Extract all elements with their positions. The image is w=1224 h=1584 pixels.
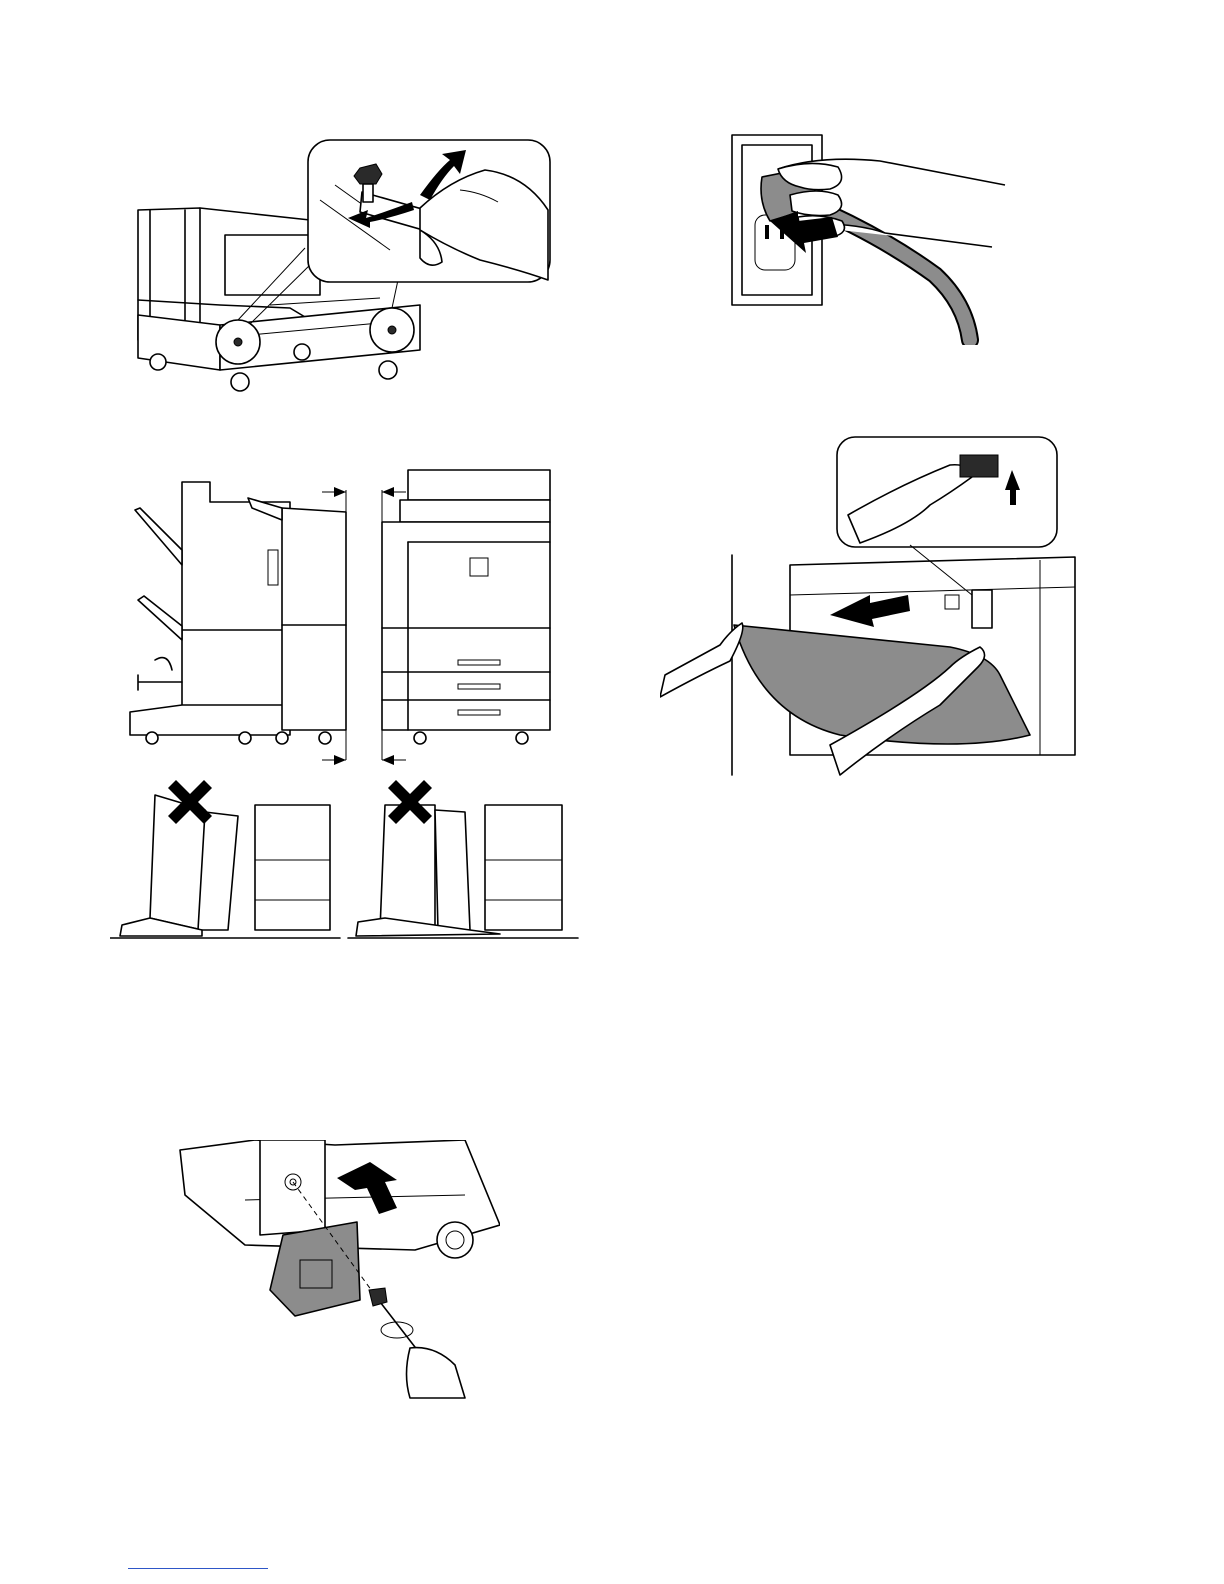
figure-power-plug <box>720 125 1015 345</box>
figure-adjuster-release <box>120 130 560 405</box>
finisher-alignment-icon <box>110 460 580 940</box>
power-plug-insert-icon <box>720 125 1015 345</box>
figure-finisher-alignment <box>110 460 580 940</box>
bracket-screw-install-icon <box>165 1140 500 1400</box>
figure-front-cover <box>660 435 1080 785</box>
front-cover-open-icon <box>660 435 1080 785</box>
adjuster-lock-release-icon <box>120 130 560 405</box>
footer-link-underline[interactable] <box>128 1568 268 1570</box>
figure-bracket-screw <box>165 1140 500 1400</box>
